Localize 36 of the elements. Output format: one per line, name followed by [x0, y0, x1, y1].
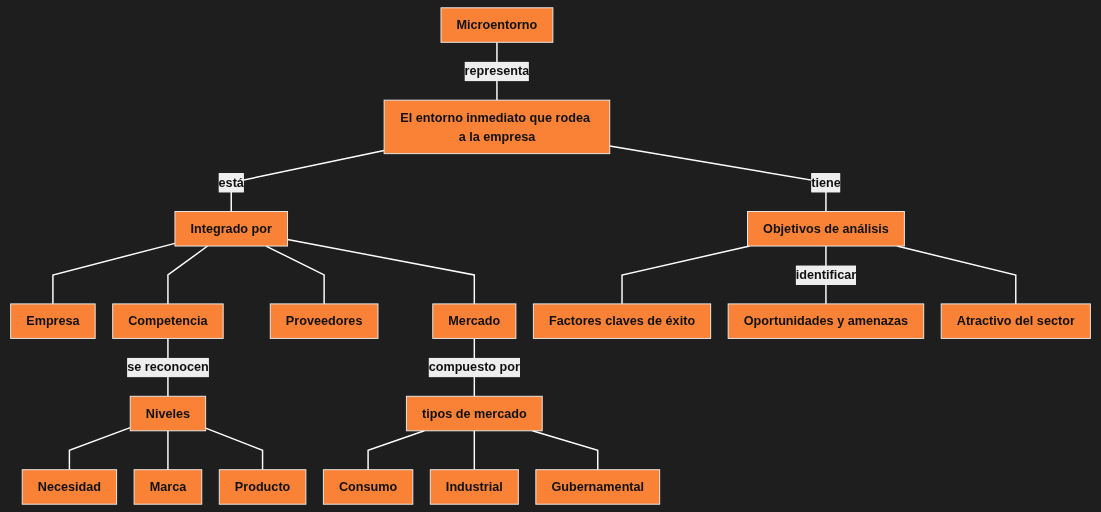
node-box: Marca — [133, 469, 203, 505]
node-box: Empresa — [10, 303, 96, 339]
node-box: Proveedores — [269, 303, 379, 339]
node-box: Integrado por — [174, 211, 289, 247]
edge-label: compuesto por — [428, 359, 520, 375]
edge-label: está — [218, 175, 244, 190]
connector — [367, 430, 426, 471]
node-box: Atractivo del sector — [940, 303, 1091, 339]
node-box: Necesidad — [21, 469, 118, 505]
edge-label: se reconocen — [127, 359, 209, 375]
connector — [286, 238, 476, 305]
node-box: Objetivos de análisis — [747, 211, 905, 247]
node-box: Mercado — [432, 303, 517, 339]
connector — [52, 242, 176, 305]
node-box: Oportunidades y amenazas — [727, 303, 925, 339]
edge-label: tiene — [811, 175, 841, 190]
node-box: tipos de mercado — [405, 395, 543, 432]
node-box: Producto — [218, 469, 307, 505]
node-box: Industrial — [429, 469, 519, 505]
connector — [609, 145, 827, 213]
connector — [167, 430, 169, 471]
node-box: Consumo — [322, 469, 414, 505]
connector — [204, 427, 264, 471]
node-box: Competencia — [112, 303, 224, 339]
connector — [167, 245, 209, 305]
connector — [68, 426, 131, 471]
node-box: Gubernamental — [535, 469, 661, 505]
connector — [531, 430, 599, 471]
node-box: Microentorno — [440, 7, 554, 43]
connector — [473, 430, 476, 471]
edge-label: representa — [464, 63, 530, 79]
node-box: Niveles — [129, 395, 207, 432]
node-box: Factores claves de éxito — [532, 303, 712, 339]
connector — [265, 245, 325, 305]
edge-label: identificar — [795, 267, 857, 283]
node-box: El entorno inmediato que rodea a la empresa — [383, 99, 611, 155]
